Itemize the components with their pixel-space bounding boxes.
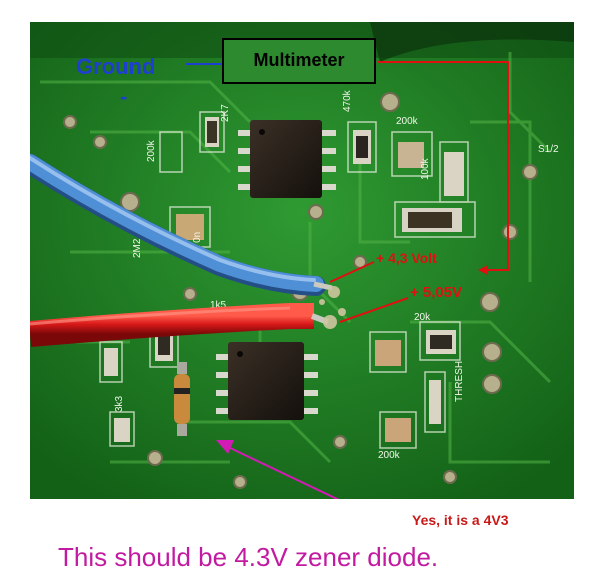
voltage-4-3-label: + 4,3 Volt — [376, 250, 437, 266]
multimeter-label: Multimeter — [253, 50, 345, 70]
silk-470k: 470k — [342, 89, 353, 112]
pcb-board — [30, 22, 574, 499]
silk-s1-2: S1/2 — [538, 144, 559, 155]
solder-blobs — [319, 286, 346, 329]
silk-2k7: 2K7 — [220, 104, 231, 122]
zener-diode — [174, 362, 190, 436]
zener-caption: This should be 4.3V zener diode. — [58, 542, 439, 572]
silk-200k-bottom: 200k — [378, 450, 401, 461]
smd-components — [104, 117, 464, 442]
silk-200k-left: 200k — [146, 139, 157, 162]
solder-pads — [63, 45, 538, 489]
ground-label: Ground — [76, 54, 156, 79]
zener-confirmation-label: Yes, it is a 4V3 — [412, 512, 509, 528]
silk-20k: 20k — [414, 312, 431, 323]
pcb-photo: 2K7 470k 200k 100k 200k 470n 2M2 1k5 20k… — [30, 22, 574, 499]
multimeter-box: Multimeter — [222, 38, 376, 84]
silk-3k3-a: 3k3 — [114, 395, 125, 412]
silk-200k-top: 200k — [396, 116, 419, 127]
silk-thresh: THRESH — [454, 361, 465, 402]
voltage-5-05-label: + 5,05V — [410, 284, 463, 301]
blue-wire — [30, 154, 333, 296]
silk-2m2: 2M2 — [132, 238, 143, 258]
silk-1k5: 1k5 — [210, 300, 227, 311]
annotation-lines — [186, 61, 509, 499]
silk-100k: 100k — [420, 157, 431, 180]
ground-minus-sign: - — [120, 84, 128, 109]
ic-bottom — [216, 342, 318, 420]
silk-470n: 470n — [192, 232, 203, 254]
ic-top — [238, 120, 336, 198]
